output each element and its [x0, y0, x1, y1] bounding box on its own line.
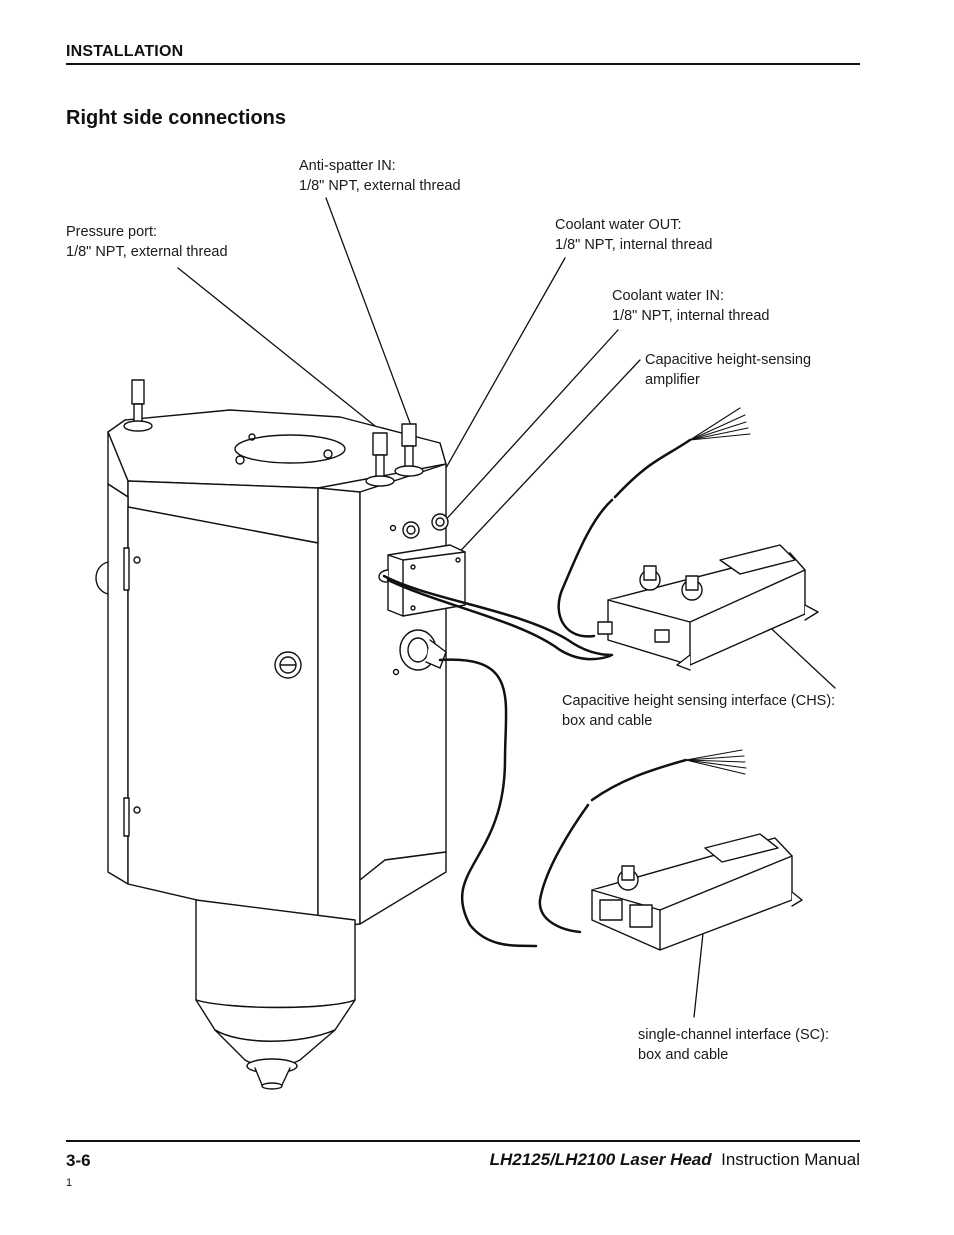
coolant-ports	[402, 513, 449, 539]
label-line: 1/8" NPT, internal thread	[612, 307, 770, 324]
label-line: Coolant water IN:	[612, 288, 725, 304]
label-line: Anti-spatter IN:	[299, 158, 396, 174]
header-rule	[66, 63, 860, 65]
chs-box	[597, 544, 819, 671]
top-fittings	[123, 379, 424, 487]
label-sc: single-channel interface (SC): box and c…	[638, 1026, 829, 1065]
label-line: 1/8" NPT, external thread	[299, 177, 461, 194]
label-line: Capacitive height-sensing	[645, 352, 812, 368]
product-name: LH2125/LH2100 Laser Head	[489, 1150, 712, 1169]
label-line: 1/8" NPT, internal thread	[555, 236, 713, 253]
nozzle-assembly	[195, 899, 356, 1090]
cables	[382, 438, 692, 948]
label-coolant-in: Coolant water IN: 1/8" NPT, internal thr…	[612, 287, 769, 326]
label-amplifier: Capacitive height-sensing amplifier	[645, 351, 811, 390]
label-line: box and cable	[562, 712, 653, 729]
page-number: 3-6	[66, 1151, 91, 1170]
label-chs: Capacitive height sensing interface (CHS…	[562, 692, 835, 731]
label-line: box and cable	[638, 1046, 729, 1063]
label-line: Capacitive height sensing interface (CHS…	[562, 693, 836, 709]
label-line: Coolant water OUT:	[555, 217, 682, 233]
label-coolant-out: Coolant water OUT: 1/8" NPT, internal th…	[555, 216, 712, 255]
document-type: Instruction Manual	[721, 1150, 860, 1169]
footnote: 1	[66, 1177, 73, 1189]
manual-title: LH2125/LH2100 Laser Head Instruction Man…	[490, 1150, 860, 1170]
sc-box	[591, 833, 803, 951]
label-line: amplifier	[645, 371, 700, 388]
label-pressure-port: Pressure port: 1/8" NPT, external thread	[66, 223, 228, 262]
page-heading: Right side connections	[66, 107, 287, 129]
label-line: 1/8" NPT, external thread	[66, 243, 228, 260]
label-anti-spatter-in: Anti-spatter IN: 1/8" NPT, external thre…	[299, 157, 461, 196]
wire-ends	[685, 407, 751, 775]
label-line: single-channel interface (SC):	[638, 1027, 830, 1043]
laser-head-body	[95, 409, 447, 929]
footer-rule	[66, 1140, 860, 1142]
label-line: Pressure port:	[66, 224, 158, 240]
section-title: INSTALLATION	[66, 43, 184, 60]
